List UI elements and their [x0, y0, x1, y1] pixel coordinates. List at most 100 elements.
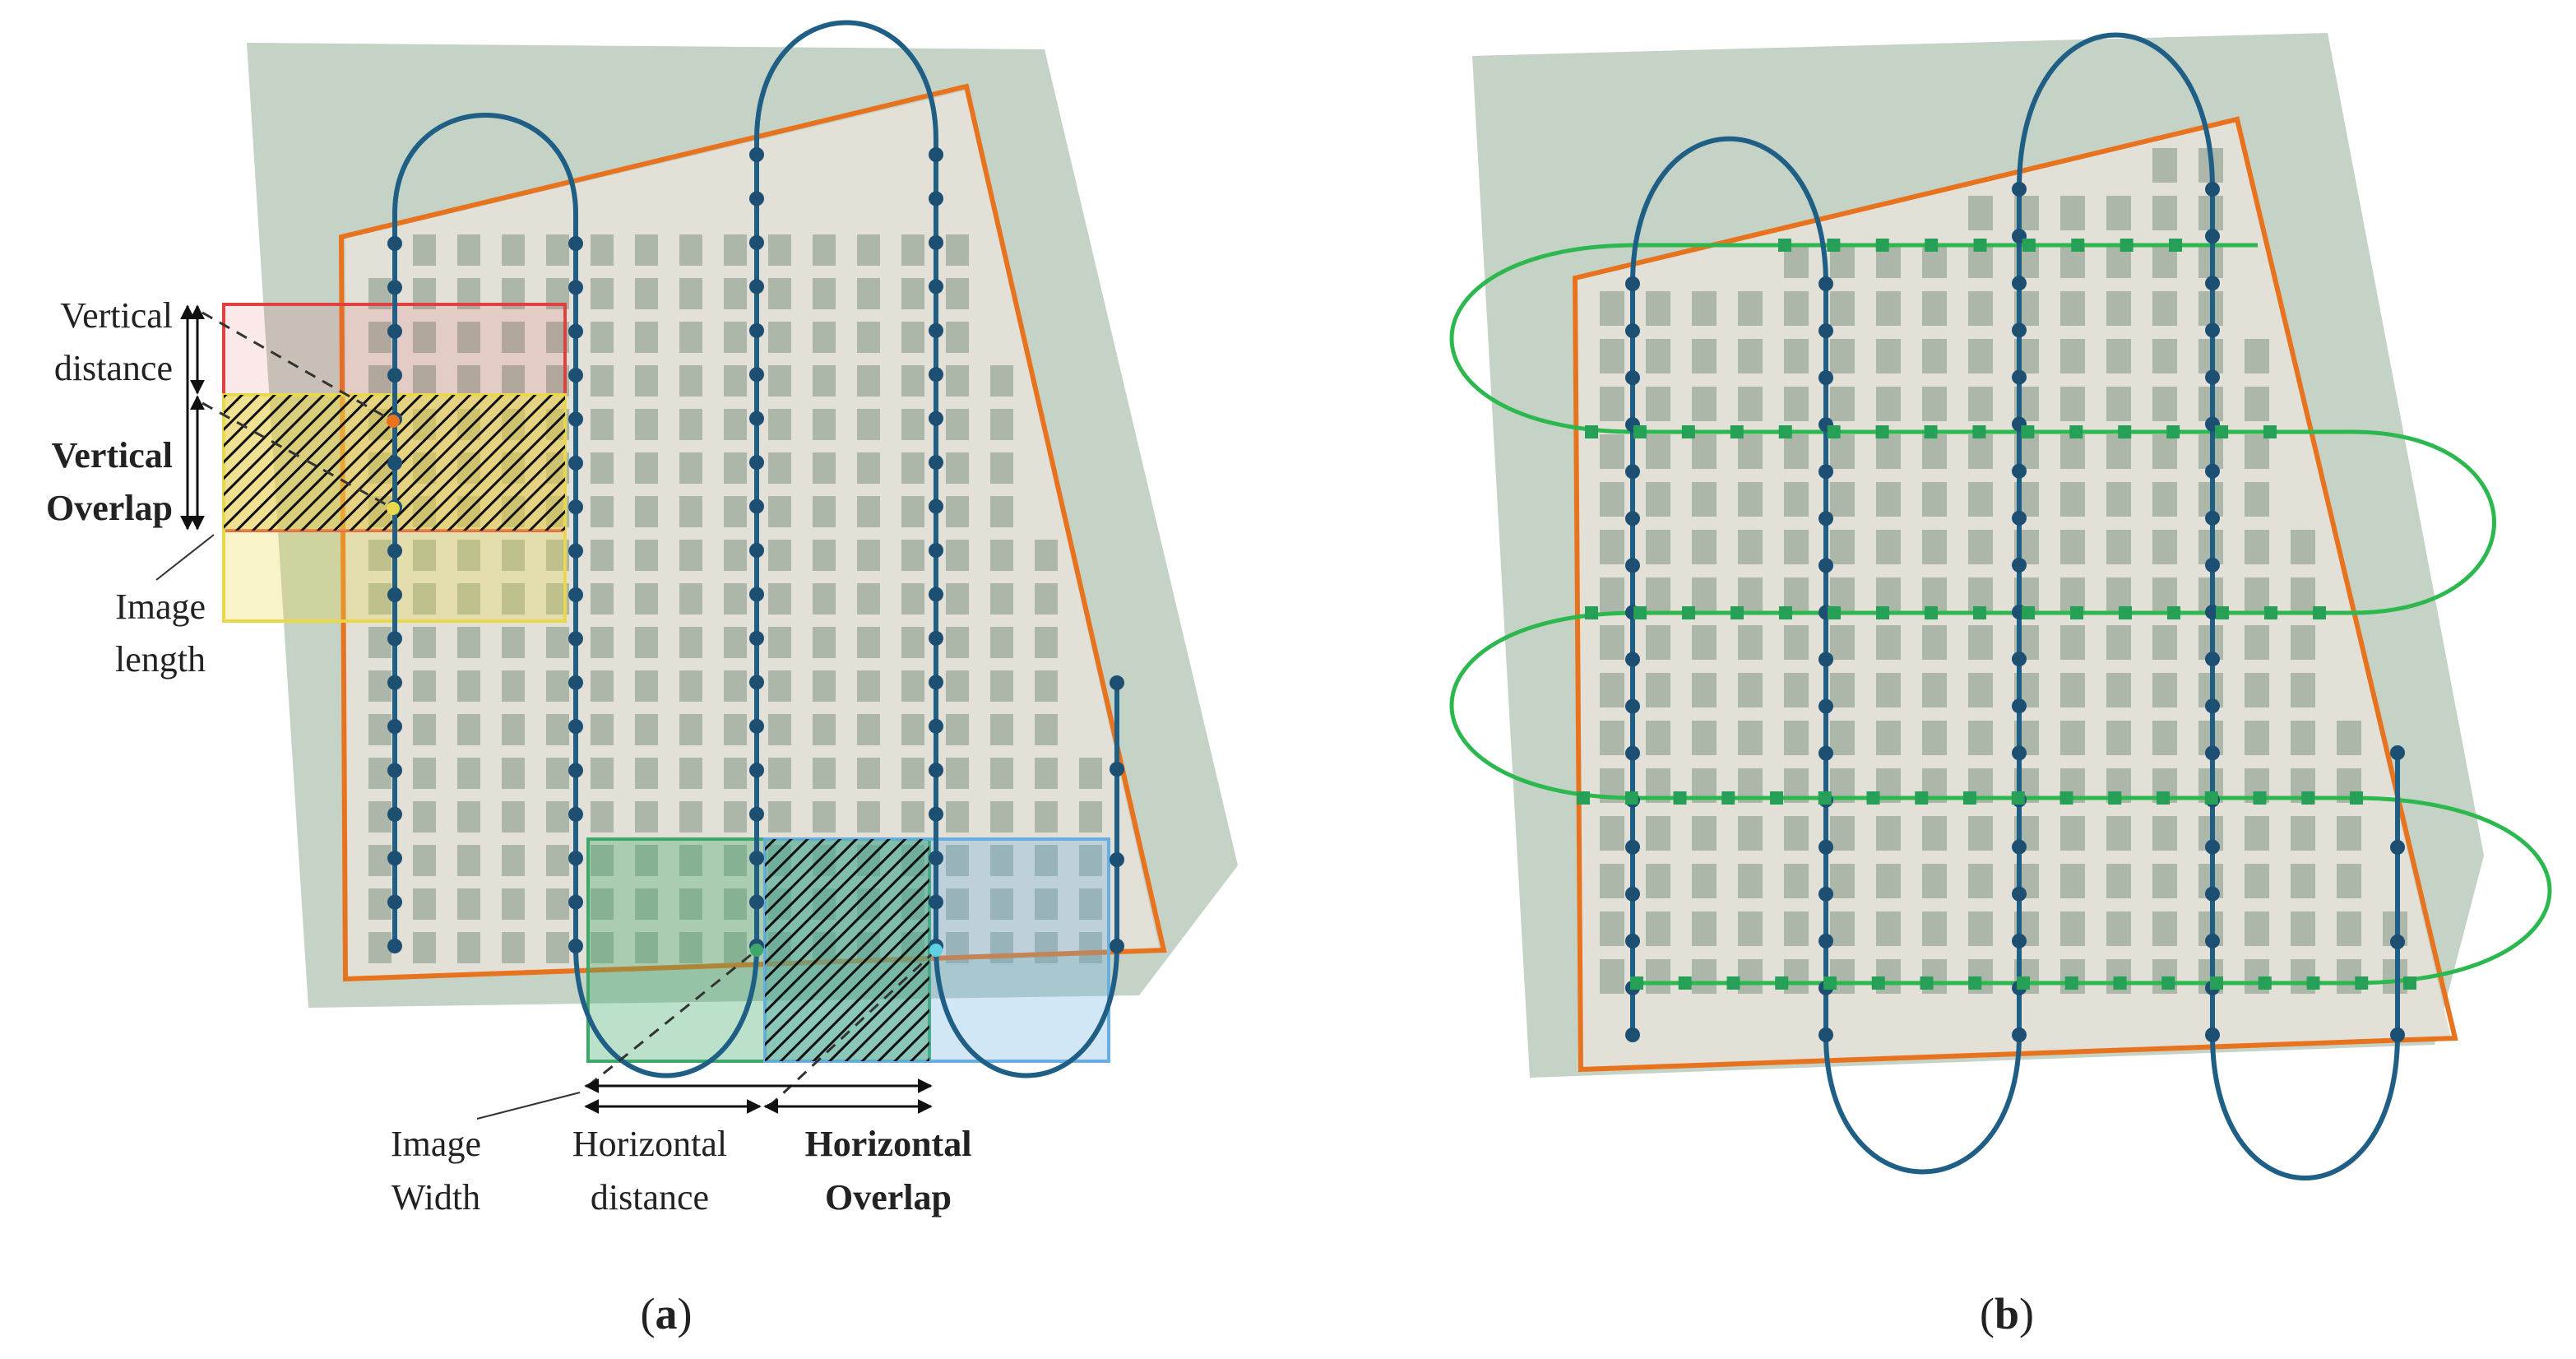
crop-plot	[1968, 625, 1993, 660]
waypoint-green	[1633, 425, 1647, 438]
crop-plot	[1646, 482, 1670, 517]
waypoint	[387, 455, 402, 471]
crop-plot	[768, 583, 791, 615]
waypoint	[2205, 1027, 2220, 1042]
waypoint-green	[1827, 425, 1841, 438]
crop-plot	[457, 234, 480, 266]
crop-plot	[1600, 530, 1624, 564]
crop-plot	[591, 278, 614, 309]
crop-plot	[2337, 864, 2361, 898]
crop-plot	[2245, 339, 2269, 373]
crop-plot	[679, 278, 702, 309]
crop-plot	[679, 627, 702, 658]
crop-plot	[502, 322, 525, 353]
crop-plot	[1600, 387, 1624, 421]
crop-plot	[1922, 816, 1947, 851]
waypoint-green	[1818, 791, 1832, 805]
waypoint-green	[1630, 976, 1643, 990]
crop-plot	[1784, 291, 1809, 326]
crop-plot	[901, 714, 924, 745]
waypoint-green	[2113, 976, 2127, 990]
crop-plot	[1922, 911, 1947, 946]
crop-plot	[502, 714, 525, 745]
waypoint-green	[2355, 976, 2369, 990]
crop-plot	[2291, 721, 2315, 755]
waypoint-green	[2169, 239, 2182, 252]
crop-plot	[901, 801, 924, 833]
crop-plot	[1784, 339, 1809, 373]
waypoint-green	[2301, 791, 2315, 805]
aerial-ground-a	[345, 90, 1160, 977]
waypoint-green	[1871, 976, 1885, 990]
crop-plot	[901, 409, 924, 440]
crop-plot	[1968, 434, 1993, 469]
waypoint	[2205, 510, 2220, 526]
crop-plot	[679, 452, 702, 484]
crop-plot	[901, 452, 924, 484]
crop-plot	[502, 627, 525, 658]
waypoint	[387, 851, 402, 866]
crop-plot	[724, 365, 747, 397]
waypoint	[2390, 745, 2405, 760]
crop-plot	[1922, 721, 1947, 755]
crop-plot	[635, 888, 658, 920]
crop-plot	[768, 627, 791, 658]
crop-plot	[946, 452, 969, 484]
waypoint	[749, 147, 764, 162]
dash-image-width	[587, 949, 758, 1088]
crop-plot	[813, 540, 836, 571]
crop-plot	[1692, 816, 1717, 851]
crop-plot	[2245, 625, 2269, 660]
crop-plot	[1646, 339, 1670, 373]
crop-plot	[768, 714, 791, 745]
crop-plot	[1646, 387, 1670, 421]
crop-plot	[813, 322, 836, 353]
caption-a-close: )	[678, 1289, 693, 1338]
crop-plot	[857, 714, 880, 745]
crop-plot	[724, 670, 747, 702]
crop-plot	[2245, 387, 2269, 421]
crop-plot	[813, 758, 836, 789]
crop-plot	[2060, 816, 2085, 851]
crop-plot	[1968, 864, 1993, 898]
crop-plot	[2245, 434, 2269, 469]
crop-plot	[679, 801, 702, 833]
waypoint	[929, 322, 943, 338]
crop-plot	[2060, 673, 2085, 707]
crop-plot	[901, 627, 924, 658]
crop-plot	[1876, 387, 1901, 421]
crop-plot	[413, 670, 436, 702]
waypoint-green	[2306, 976, 2320, 990]
crop-plot	[990, 452, 1013, 484]
crop-plot	[679, 365, 702, 397]
crop-plot	[635, 234, 658, 266]
waypoint	[1818, 558, 1833, 573]
crop-plot	[901, 583, 924, 615]
waypoint	[387, 631, 402, 647]
crop-plot	[1738, 530, 1763, 564]
crop-plot	[2245, 911, 2269, 946]
crop-plot	[1784, 864, 1809, 898]
crop-plot	[901, 365, 924, 397]
crop-plot	[1830, 291, 1855, 326]
waypoint-green	[2263, 425, 2277, 438]
crop-plot	[2152, 864, 2177, 898]
crop-plot	[1968, 530, 1993, 564]
crop-plot	[457, 714, 480, 745]
crop-plot	[1692, 291, 1717, 326]
crop-plot	[368, 540, 391, 571]
crop-plot	[457, 540, 480, 571]
crop-plot	[857, 278, 880, 309]
crop-plot	[1035, 540, 1058, 571]
waypoint	[2205, 933, 2220, 949]
crop-plot	[591, 496, 614, 527]
crop-plot	[2245, 721, 2269, 755]
label-image-width-2: Width	[391, 1177, 480, 1218]
waypoint	[929, 630, 943, 646]
waypoint	[387, 368, 402, 383]
waypoint	[749, 543, 764, 558]
crop-plot	[591, 583, 614, 615]
waypoint	[568, 587, 583, 602]
waypoint-green	[2204, 791, 2218, 805]
crop-plot	[1968, 387, 1993, 421]
